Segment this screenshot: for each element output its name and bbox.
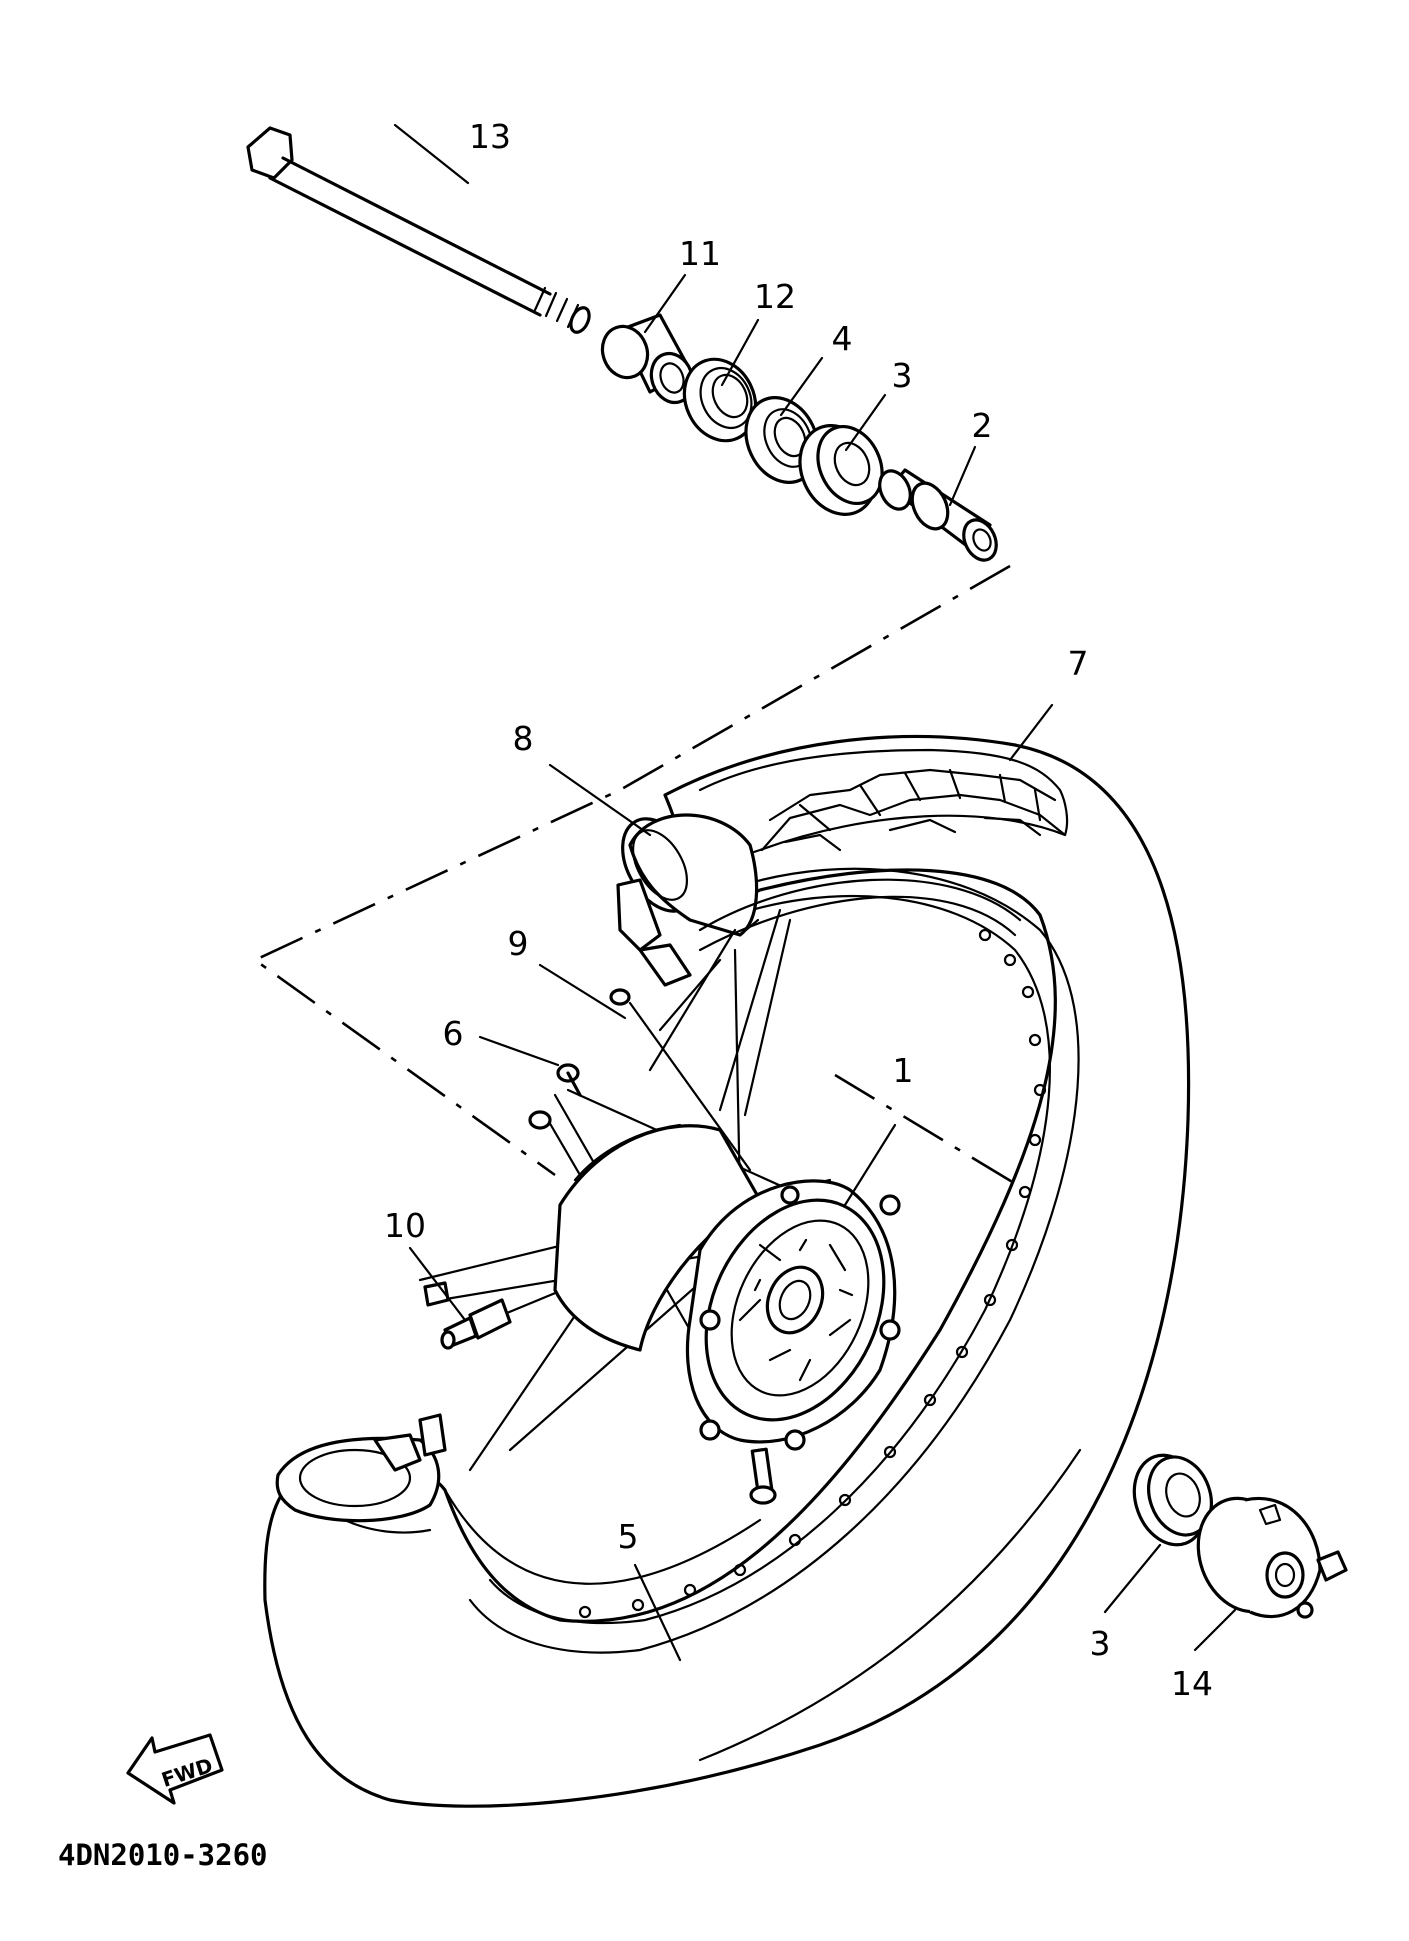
part-7-tire bbox=[263, 734, 1191, 1808]
part-1-hub bbox=[553, 1123, 901, 1451]
callout-3-lower: 3 bbox=[1090, 1624, 1111, 1663]
callout-10: 10 bbox=[384, 1206, 426, 1245]
figure-code: 4DN2010-3260 bbox=[58, 1838, 268, 1872]
part-11-collar bbox=[600, 313, 695, 405]
tube-lower-section bbox=[275, 1413, 447, 1523]
callout-4: 4 bbox=[832, 319, 853, 358]
callout-labels: 13 11 12 4 3 2 7 8 9 6 1 10 5 3 14 bbox=[384, 117, 1213, 1703]
callout-12: 12 bbox=[754, 277, 796, 316]
callout-11: 11 bbox=[679, 234, 721, 273]
callout-7: 7 bbox=[1068, 644, 1089, 683]
part-12-oil-seal bbox=[682, 357, 758, 443]
callout-6: 6 bbox=[443, 1014, 464, 1053]
callout-3-upper: 3 bbox=[892, 356, 913, 395]
part-8-tube bbox=[621, 813, 1022, 952]
callout-1: 1 bbox=[893, 1051, 914, 1090]
callout-13: 13 bbox=[469, 117, 511, 156]
part-14-meter-gear bbox=[1196, 1496, 1348, 1619]
part-2-spacer bbox=[878, 468, 998, 562]
callout-8: 8 bbox=[513, 719, 534, 758]
callout-9: 9 bbox=[508, 924, 529, 963]
callout-5: 5 bbox=[618, 1517, 639, 1556]
part-3-bearing-lower bbox=[1132, 1453, 1213, 1547]
part-3-bearing-upper bbox=[798, 424, 884, 516]
leader-lines bbox=[393, 123, 1237, 1662]
part-9-rim-band bbox=[616, 878, 692, 987]
fwd-arrow-icon: FWD bbox=[126, 1733, 224, 1805]
rim bbox=[468, 867, 1080, 1654]
part-13-axle bbox=[246, 126, 591, 334]
callout-14: 14 bbox=[1171, 1664, 1213, 1703]
part-10-spoke bbox=[423, 1281, 512, 1350]
part-6-spoke-nipple bbox=[528, 988, 631, 1130]
callout-2: 2 bbox=[972, 406, 993, 445]
rim-spoke-holes bbox=[578, 928, 1047, 1619]
valve-stem bbox=[749, 1447, 777, 1505]
